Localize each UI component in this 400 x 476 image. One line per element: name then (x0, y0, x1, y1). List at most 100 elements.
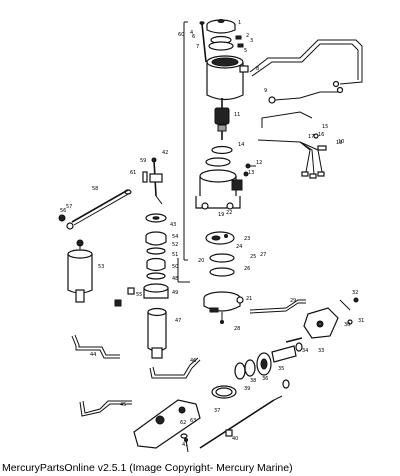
callout-26: 26 (244, 266, 250, 272)
callout-11: 11 (234, 112, 240, 118)
callout-13: 13 (248, 170, 254, 176)
callout-49: 49 (172, 290, 178, 296)
callout-25: 25 (250, 254, 256, 260)
callout-34: 34 (302, 348, 308, 354)
callout-10: 10 (338, 139, 344, 145)
shuttle-piston (285, 337, 303, 352)
callout-44: 44 (90, 352, 96, 358)
callout-19: 19 (218, 212, 224, 218)
callout-40: 40 (232, 436, 238, 442)
callout-60: 60 (178, 32, 184, 38)
callout-24: 24 (236, 244, 242, 250)
motor-base (195, 169, 243, 210)
callout-4: 4 (190, 30, 193, 36)
manual-release-lever (149, 157, 163, 205)
callout-9: 9 (264, 88, 267, 94)
callout-46: 46 (190, 358, 196, 364)
end-fitting (225, 379, 290, 437)
callout-1: 1 (238, 20, 241, 26)
pump-cap (145, 213, 167, 223)
callout-56: 56 (60, 208, 66, 214)
callout-15: 15 (322, 124, 328, 130)
callout-57: 57 (66, 204, 72, 210)
manifold-block (303, 307, 339, 339)
tube-right (249, 299, 306, 314)
image-caption: MercuryPartsOnline v2.5.1 (Image Copyrig… (2, 462, 293, 474)
piston-washer (234, 359, 256, 380)
assembly-bracket (183, 21, 188, 261)
motor-end-cap (206, 19, 236, 34)
small-spring (142, 171, 148, 183)
callout-39: 39 (244, 386, 250, 392)
terminal-screw (243, 163, 256, 177)
callout-51: 51 (172, 252, 178, 258)
brush-plate (208, 35, 244, 51)
callout-28: 28 (234, 326, 240, 332)
reservoir-tube (147, 307, 167, 359)
callout-8: 8 (256, 66, 259, 72)
pivot-rod (71, 189, 131, 226)
sub-bracket (177, 258, 190, 283)
tilt-cylinder (67, 239, 93, 303)
callout-54: 54 (172, 234, 178, 240)
callout-33: 33 (318, 348, 324, 354)
callout-7: 7 (196, 44, 199, 50)
callout-35: 35 (278, 366, 284, 372)
callout-30: 30 (344, 322, 350, 328)
callout-6: 6 (192, 34, 195, 40)
callout-36: 36 (262, 376, 268, 382)
wire-harness-lower (257, 111, 327, 179)
callout-48: 48 (172, 276, 178, 282)
callout-20: 20 (198, 258, 204, 264)
pump-seal (146, 247, 166, 255)
callout-2: 2 (246, 33, 249, 39)
callout-52: 52 (172, 242, 178, 248)
callout-21: 21 (246, 296, 252, 302)
callout-14: 14 (238, 142, 244, 148)
valve-bolt (220, 312, 224, 324)
callout-22: 22 (226, 210, 232, 216)
mounting-bracket (133, 399, 201, 449)
callout-55: 55 (136, 292, 142, 298)
manifold-screw (339, 297, 359, 325)
callout-47: 47 (175, 318, 181, 324)
hydraulic-line-bottom (79, 400, 132, 417)
callout-59: 59 (140, 158, 146, 164)
piston (256, 352, 272, 376)
trim-rod (199, 395, 283, 449)
o-ring-upper (211, 145, 233, 155)
callout-50: 50 (172, 264, 178, 270)
seal-ring (211, 385, 237, 399)
pump-gear (146, 257, 166, 272)
callout-61: 61 (130, 170, 136, 176)
thru-bolt (199, 21, 207, 63)
callout-18: 18 (336, 140, 342, 146)
valve-body (203, 291, 244, 313)
callout-12: 12 (256, 160, 262, 166)
rod-nut (58, 214, 74, 230)
armature (214, 98, 230, 140)
pump-disc (145, 231, 167, 246)
bracket-bolt (184, 438, 189, 453)
callout-31: 31 (358, 318, 364, 324)
callout-17: 17 (308, 134, 314, 140)
callout-37: 37 (214, 408, 220, 414)
callout-38: 38 (250, 378, 256, 384)
pump-housing (143, 283, 169, 299)
callout-5: 5 (244, 48, 247, 54)
callout-labels: 1234567891011121314151617181920212223242… (60, 20, 364, 448)
cylinder-fitting (114, 287, 135, 307)
callout-62: 62 (180, 420, 186, 426)
callout-16: 16 (318, 132, 324, 138)
valve-o-ring (209, 253, 235, 277)
o-ring-lower (205, 157, 231, 167)
piston-rod (271, 345, 297, 363)
callout-3: 3 (250, 38, 253, 44)
exploded-parts-diagram: 1234567891011121314151617181920212223242… (58, 19, 364, 453)
valve-cover (205, 231, 235, 245)
callout-42: 42 (162, 150, 168, 156)
callout-58: 58 (92, 186, 98, 192)
hydraulic-line-mid (149, 357, 201, 379)
hydraulic-line-left (71, 334, 120, 359)
callout-41: 41 (182, 442, 188, 448)
